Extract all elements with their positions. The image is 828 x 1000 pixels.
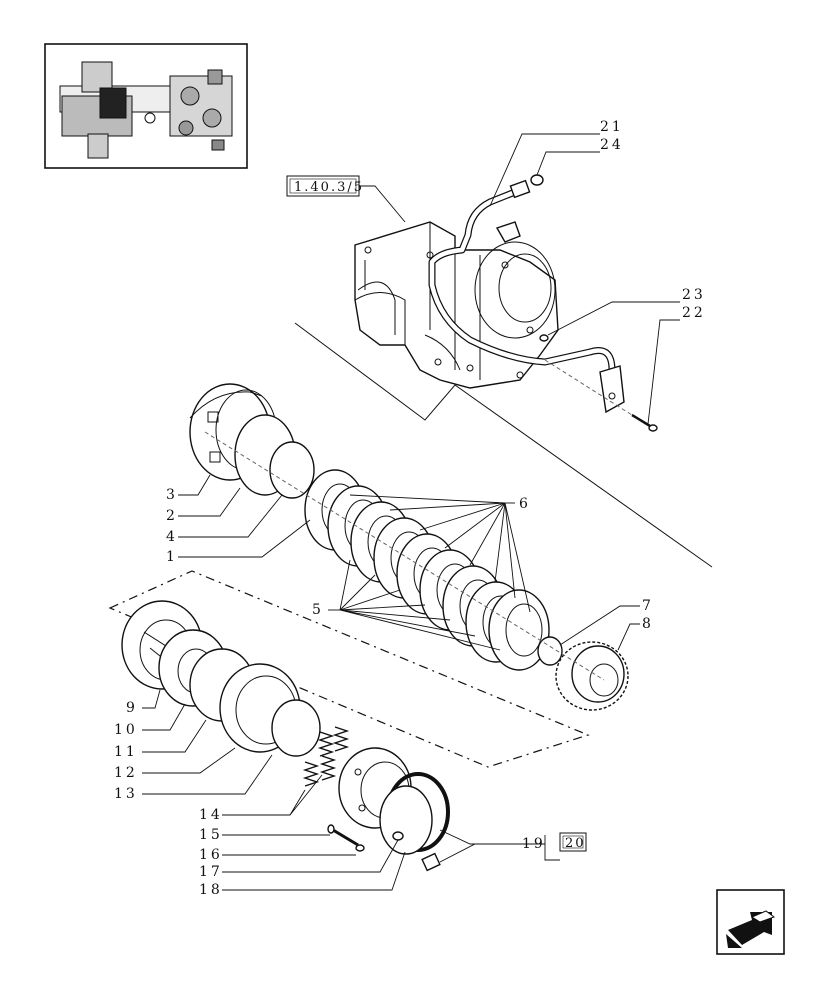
overview-thumbnail-icon[interactable] [44, 43, 248, 169]
callout-24: 24 [600, 137, 624, 153]
ring-17 [392, 831, 404, 841]
callout-5: 5 [312, 602, 324, 618]
o-ring-24 [530, 174, 544, 186]
group-reference-label: 1.40.3/5 [294, 180, 364, 195]
callout-3: 3 [166, 487, 178, 503]
callout-13: 13 [114, 786, 138, 802]
callout-2: 2 [166, 508, 178, 524]
group-reference-box[interactable]: 1.40.3/5 [286, 175, 406, 223]
part-20-label: 20 [565, 836, 586, 851]
callout-21: 21 [600, 119, 624, 135]
previous-page-arrow-icon[interactable] [716, 889, 785, 955]
callout-18: 18 [199, 882, 223, 898]
ring-18 [379, 785, 433, 855]
washer-16 [355, 844, 365, 852]
callout-6: 6 [519, 496, 531, 512]
callout-4: 4 [166, 529, 178, 545]
callout-11: 11 [114, 744, 138, 760]
bolt-20 [421, 852, 441, 872]
callout-7: 7 [642, 598, 654, 614]
leader-lines [142, 133, 680, 891]
callout-labels: 21 24 23 22 3 2 4 1 6 5 7 8 9 10 11 12 1… [114, 119, 706, 898]
callout-16: 16 [199, 847, 223, 863]
part-20-reference-box[interactable]: 20 [559, 832, 587, 852]
springs-14 [302, 726, 350, 787]
gear-8 [555, 641, 629, 711]
screw-22 [631, 413, 658, 432]
callout-15: 15 [199, 827, 223, 843]
callout-19: 19 [522, 836, 546, 852]
callout-9: 9 [126, 700, 138, 716]
callout-10: 10 [114, 722, 138, 738]
callout-22: 22 [682, 305, 706, 321]
clutch-disc-stack [304, 469, 550, 671]
callout-14: 14 [199, 807, 223, 823]
callout-1: 1 [166, 549, 178, 565]
callout-12: 12 [114, 765, 138, 781]
seal-ring-7 [537, 636, 563, 666]
seal-ring-13 [271, 699, 321, 757]
snap-ring-4 [269, 441, 315, 499]
oil-pipe [428, 179, 625, 414]
seal-23 [539, 334, 549, 342]
callout-17: 17 [199, 864, 223, 880]
bolt-15 [327, 824, 359, 847]
callout-23: 23 [682, 287, 706, 303]
callout-8: 8 [642, 616, 654, 632]
